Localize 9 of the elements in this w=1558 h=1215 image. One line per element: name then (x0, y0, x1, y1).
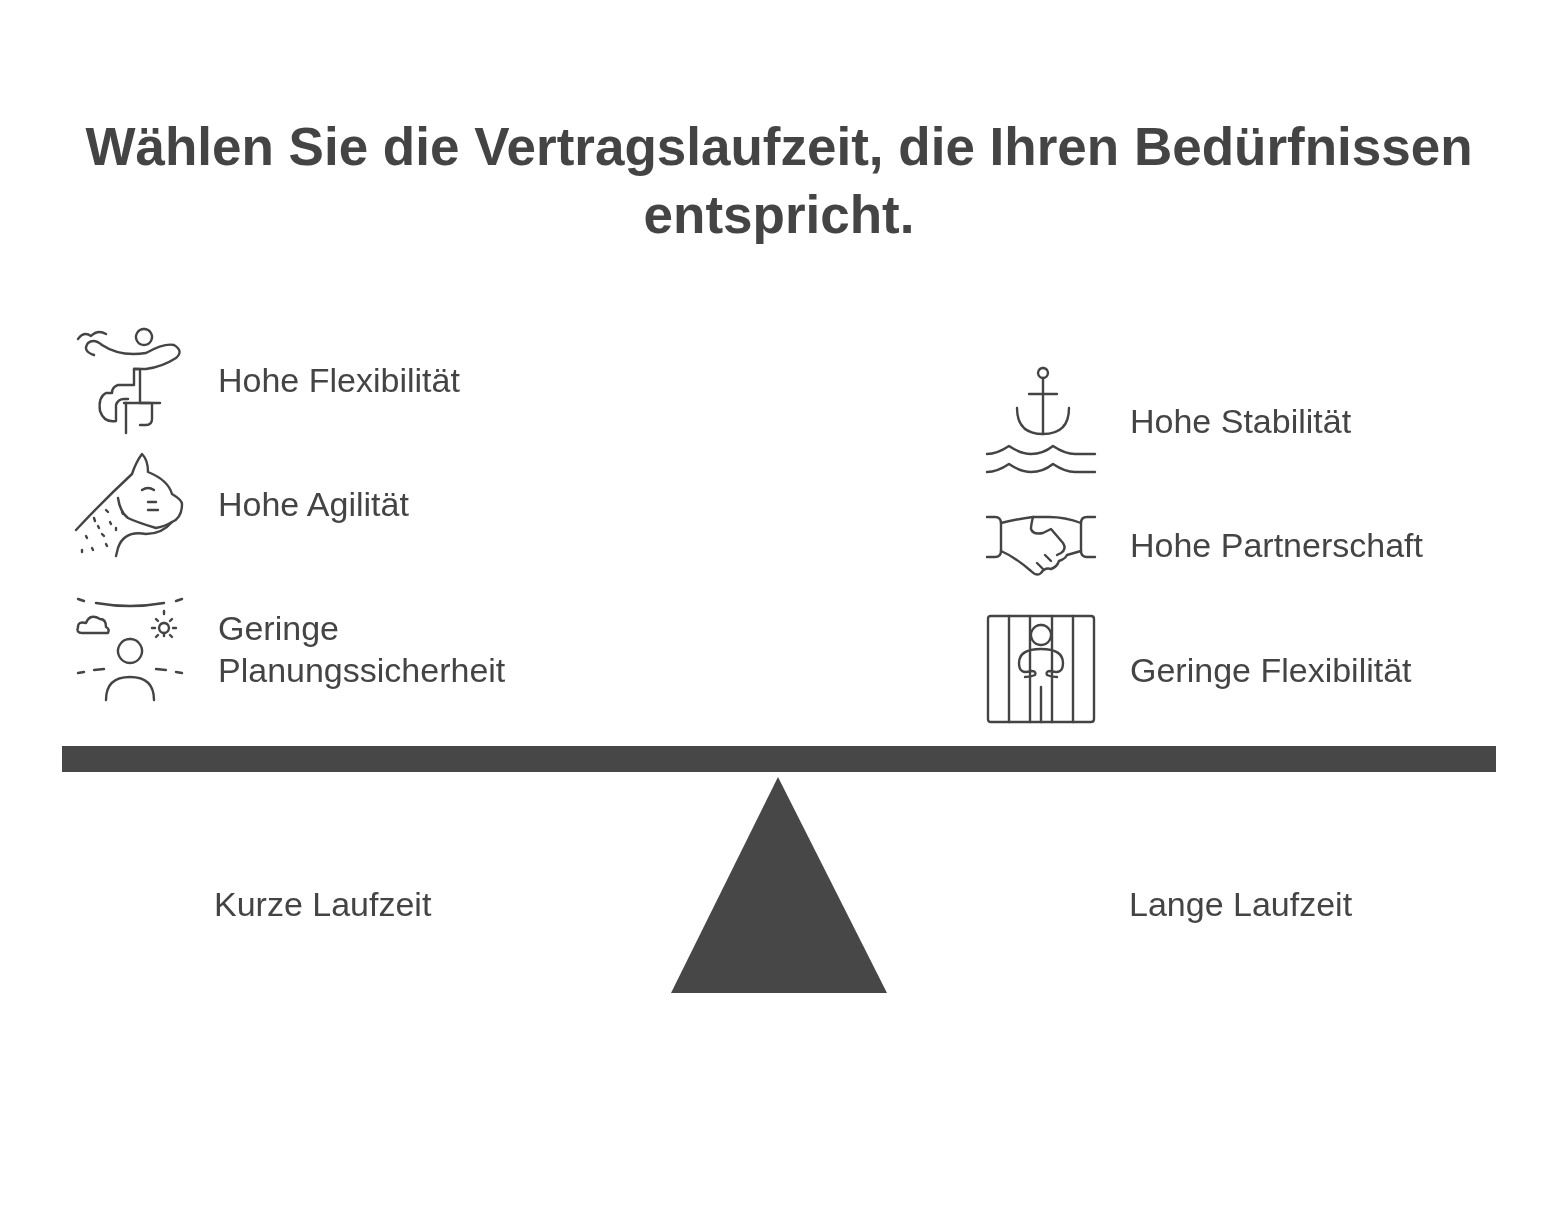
attribute-text: Hohe Partnerschaft (1130, 525, 1423, 566)
title: Wählen Sie die Vertragslaufzeit, die Ihren Bedürfnissen entspricht. (84, 116, 1474, 246)
attribute-text: Hohe Agilität (218, 484, 409, 525)
attribute-text: Geringe Flexibilität (1130, 650, 1412, 691)
attribute-text: Hohe Stabilität (1130, 401, 1352, 442)
attribute-text: Geringe Planungssicherheit (218, 608, 507, 691)
term-label: Kurze Laufzeit (214, 884, 432, 925)
term-label: Lange Laufzeit (1129, 884, 1353, 925)
attribute-text: Hohe Flexibilität (218, 360, 460, 401)
